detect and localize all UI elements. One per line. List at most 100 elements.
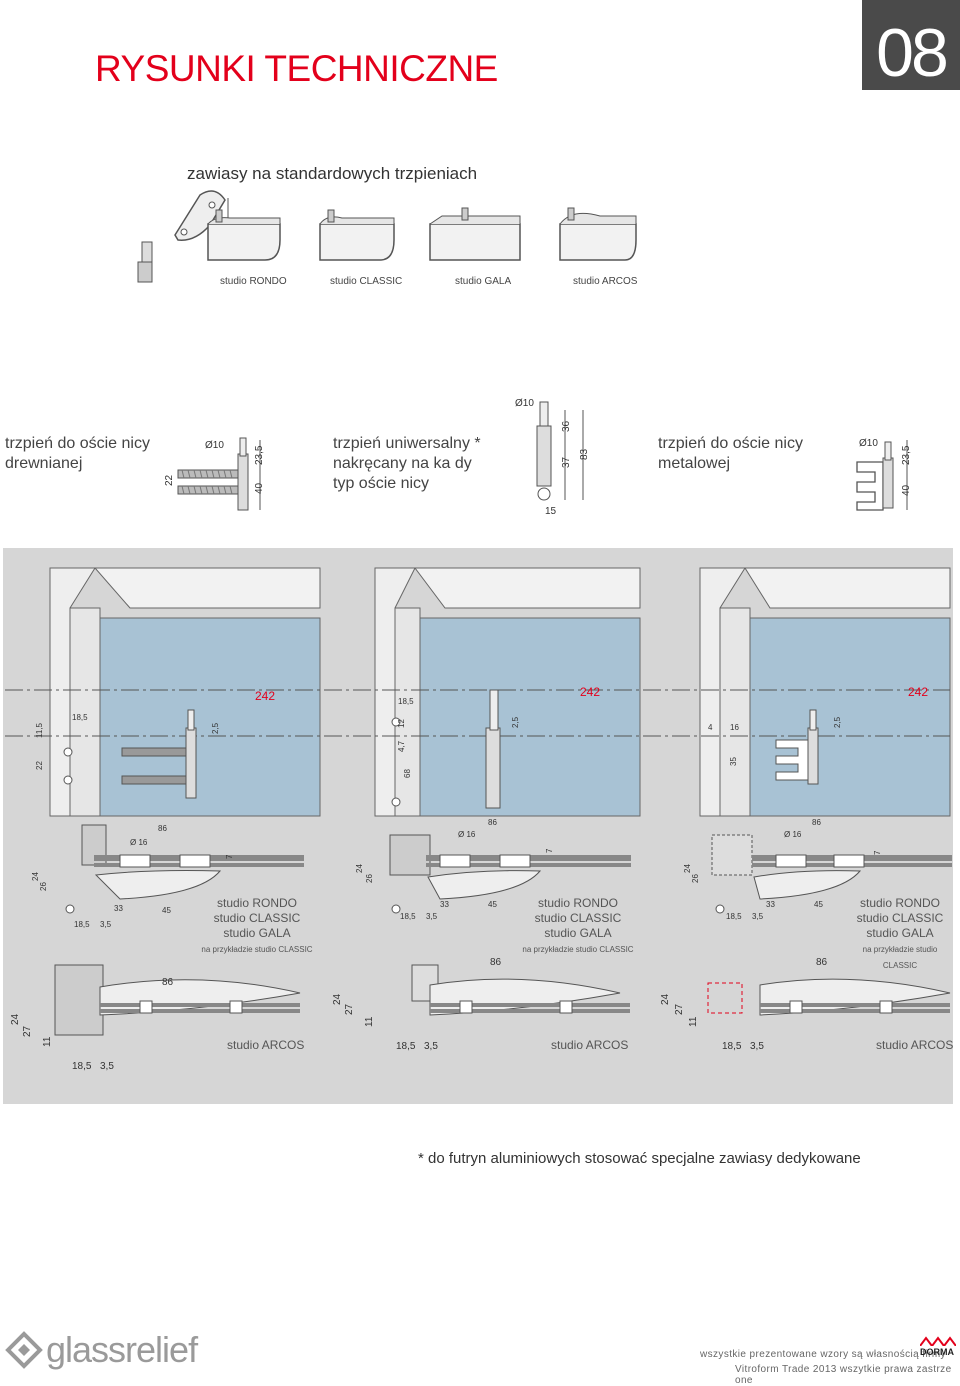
hdim-24-middle: 24 [355, 864, 364, 873]
hdim-86-middle: 86 [488, 818, 497, 827]
section-middle [389, 834, 631, 914]
arcos-illustration [559, 207, 637, 261]
panel-right-classic: studio CLASSIC [856, 911, 944, 925]
frame-right [699, 567, 951, 817]
pin-metal-dim-c: 40 [901, 484, 912, 496]
hdim-86-right: 86 [812, 818, 821, 827]
panel-text-middle: studio RONDO studio CLASSIC studio GALA … [519, 896, 637, 957]
panel-left-classic: studio CLASSIC [213, 911, 301, 925]
hdim-3-5-middle: 3,5 [426, 912, 438, 921]
pin-wood-dim-c: 40 [254, 482, 265, 494]
hdim-26-right: 26 [691, 874, 700, 883]
pin-universal-drawing: Ø10 36 37 83 15 [515, 398, 590, 517]
hdim-dia16-middle: Ø 16 [458, 830, 476, 839]
dim-35: 35 [729, 757, 738, 766]
pin-metal-line1: trzpień do oście nicy [658, 435, 803, 452]
arcos-section-right [707, 978, 951, 1016]
hdim-86-arcos-right: 86 [816, 957, 828, 968]
pin-universal-dim-b: 37 [561, 456, 572, 468]
hdim-11-arcos-middle: 11 [364, 1016, 375, 1027]
classic-illustration [207, 209, 281, 261]
panel-right-gala: studio GALA [866, 926, 934, 940]
pin-metal-text: trzpień do oście nicy metalowej [658, 434, 803, 474]
dim-242-right: 242 [908, 685, 928, 699]
page-title: RYSUNKI TECHNICZNE [95, 48, 498, 89]
frame-middle [374, 567, 641, 817]
hdim-11-arcos-left: 11 [42, 1036, 53, 1047]
dim-242-middle: 242 [580, 685, 600, 699]
hdim-45-middle: 45 [488, 900, 497, 909]
hdim-3-5-arcos-right: 3,5 [750, 1041, 764, 1052]
dim-11-5: 11,5 [35, 722, 44, 738]
panel-left-example: na przykładzie studio CLASSIC [201, 945, 313, 954]
hdim-24-arcos-left: 24 [10, 1013, 21, 1025]
hdim-18-5-middle: 18,5 [400, 912, 416, 921]
panel-arcos-right: studio ARCOS [876, 1038, 954, 1052]
dim-4: 4 [708, 723, 713, 732]
pin-wood-dim-a: 22 [164, 474, 175, 486]
hinge-label-classic: studio CLASSIC [330, 276, 403, 287]
hdim-86-left: 86 [158, 824, 167, 833]
section-subtitle: zawiasy na standardowych trzpieniach [187, 164, 478, 183]
dim-242-left: 242 [255, 689, 275, 703]
pin-wood-dim-b: 23,5 [254, 445, 265, 465]
hinge-label-arcos: studio ARCOS [573, 276, 638, 287]
hdim-18-5-arcos-left: 18,5 [72, 1061, 92, 1072]
glassrelief-logo-icon [5, 1331, 43, 1369]
frame-left-pin [63, 709, 197, 799]
panel-arcos-middle: studio ARCOS [551, 1038, 629, 1052]
hdim-7-left: 7 [225, 854, 234, 859]
hdim-24-arcos-middle: 24 [332, 993, 343, 1005]
classic-illustration-2 [319, 209, 395, 261]
panel-text-left: studio RONDO studio CLASSIC studio GALA … [198, 896, 316, 957]
page-number-box [862, 0, 960, 90]
hinge-section-drawings: 86 86 86 Ø 16 Ø 16 Ø 16 7 7 7 24 26 24 2… [10, 818, 952, 1072]
frame-left [49, 567, 321, 817]
dorma-logo: DORMA [920, 1347, 954, 1357]
hdim-3-5-left: 3,5 [100, 920, 112, 929]
hdim-3-5-right: 3,5 [752, 912, 764, 921]
dim-12: 12 [397, 719, 406, 728]
page-number: 08 [876, 15, 949, 91]
hdim-27-arcos-left: 27 [22, 1025, 33, 1037]
hdim-18-5-left: 18,5 [74, 920, 90, 929]
panel-middle-example: na przykładzie studio CLASSIC [522, 945, 634, 954]
arcos-section-middle [411, 964, 630, 1016]
hdim-33-middle: 33 [440, 900, 449, 909]
arcos-section-left [54, 964, 301, 1036]
hdim-26-middle: 26 [365, 874, 374, 883]
section-left [65, 824, 304, 914]
hdim-86-arcos-middle: 86 [490, 957, 502, 968]
pin-metal-dim-b: 23,5 [901, 445, 912, 465]
footer-ownership: wszystkie prezentowane wzory są własnośc… [700, 1349, 946, 1360]
hdim-18-5-right: 18,5 [726, 912, 742, 921]
hdim-18-5-arcos-middle: 18,5 [396, 1041, 416, 1052]
dim-4-7: 4,7 [397, 740, 406, 752]
pin-universal-text: trzpień uniwersalny * nakręcany na ka dy… [333, 434, 481, 494]
pin-universal-line2: nakręcany na ka dy [333, 455, 472, 472]
pin-universal-line3: typ oście nicy [333, 475, 430, 492]
panel-middle-rondo: studio RONDO [537, 896, 619, 910]
panel-text-right: studio RONDO studio CLASSIC studio GALA … [846, 896, 954, 973]
pin-metal-line2: metalowej [658, 455, 731, 472]
frame-right-pin [775, 709, 819, 785]
hdim-3-5-arcos-middle: 3,5 [424, 1041, 438, 1052]
panel-left-rondo: studio RONDO [216, 896, 298, 910]
hdim-33-left: 33 [114, 904, 123, 913]
hdim-dia16-right: Ø 16 [784, 830, 802, 839]
gala-illustration [429, 207, 521, 261]
pin-wood-dim-dia: Ø10 [205, 440, 224, 451]
pin-wood-text: trzpień do oście nicy drewnianej [5, 434, 150, 474]
dim-2-5-right: 2,5 [833, 716, 842, 728]
hdim-33-right: 33 [766, 900, 775, 909]
hdim-26-left: 26 [39, 882, 48, 891]
glassrelief-logo: glassrelief [46, 1329, 198, 1370]
hdim-11-arcos-right: 11 [688, 1016, 699, 1027]
section-right [711, 834, 952, 914]
dim-2-5-left: 2,5 [211, 722, 220, 734]
panel-middle-gala: studio GALA [544, 926, 612, 940]
panel-right-example: na przykładzie studio CLASSIC [862, 945, 938, 970]
hinge-label-gala: studio GALA [455, 276, 512, 287]
footer-copyright: Vitroform Trade 2013 wszytkie prawa zast… [735, 1364, 952, 1386]
pin-wood-line1: trzpień do oście nicy [5, 435, 150, 452]
